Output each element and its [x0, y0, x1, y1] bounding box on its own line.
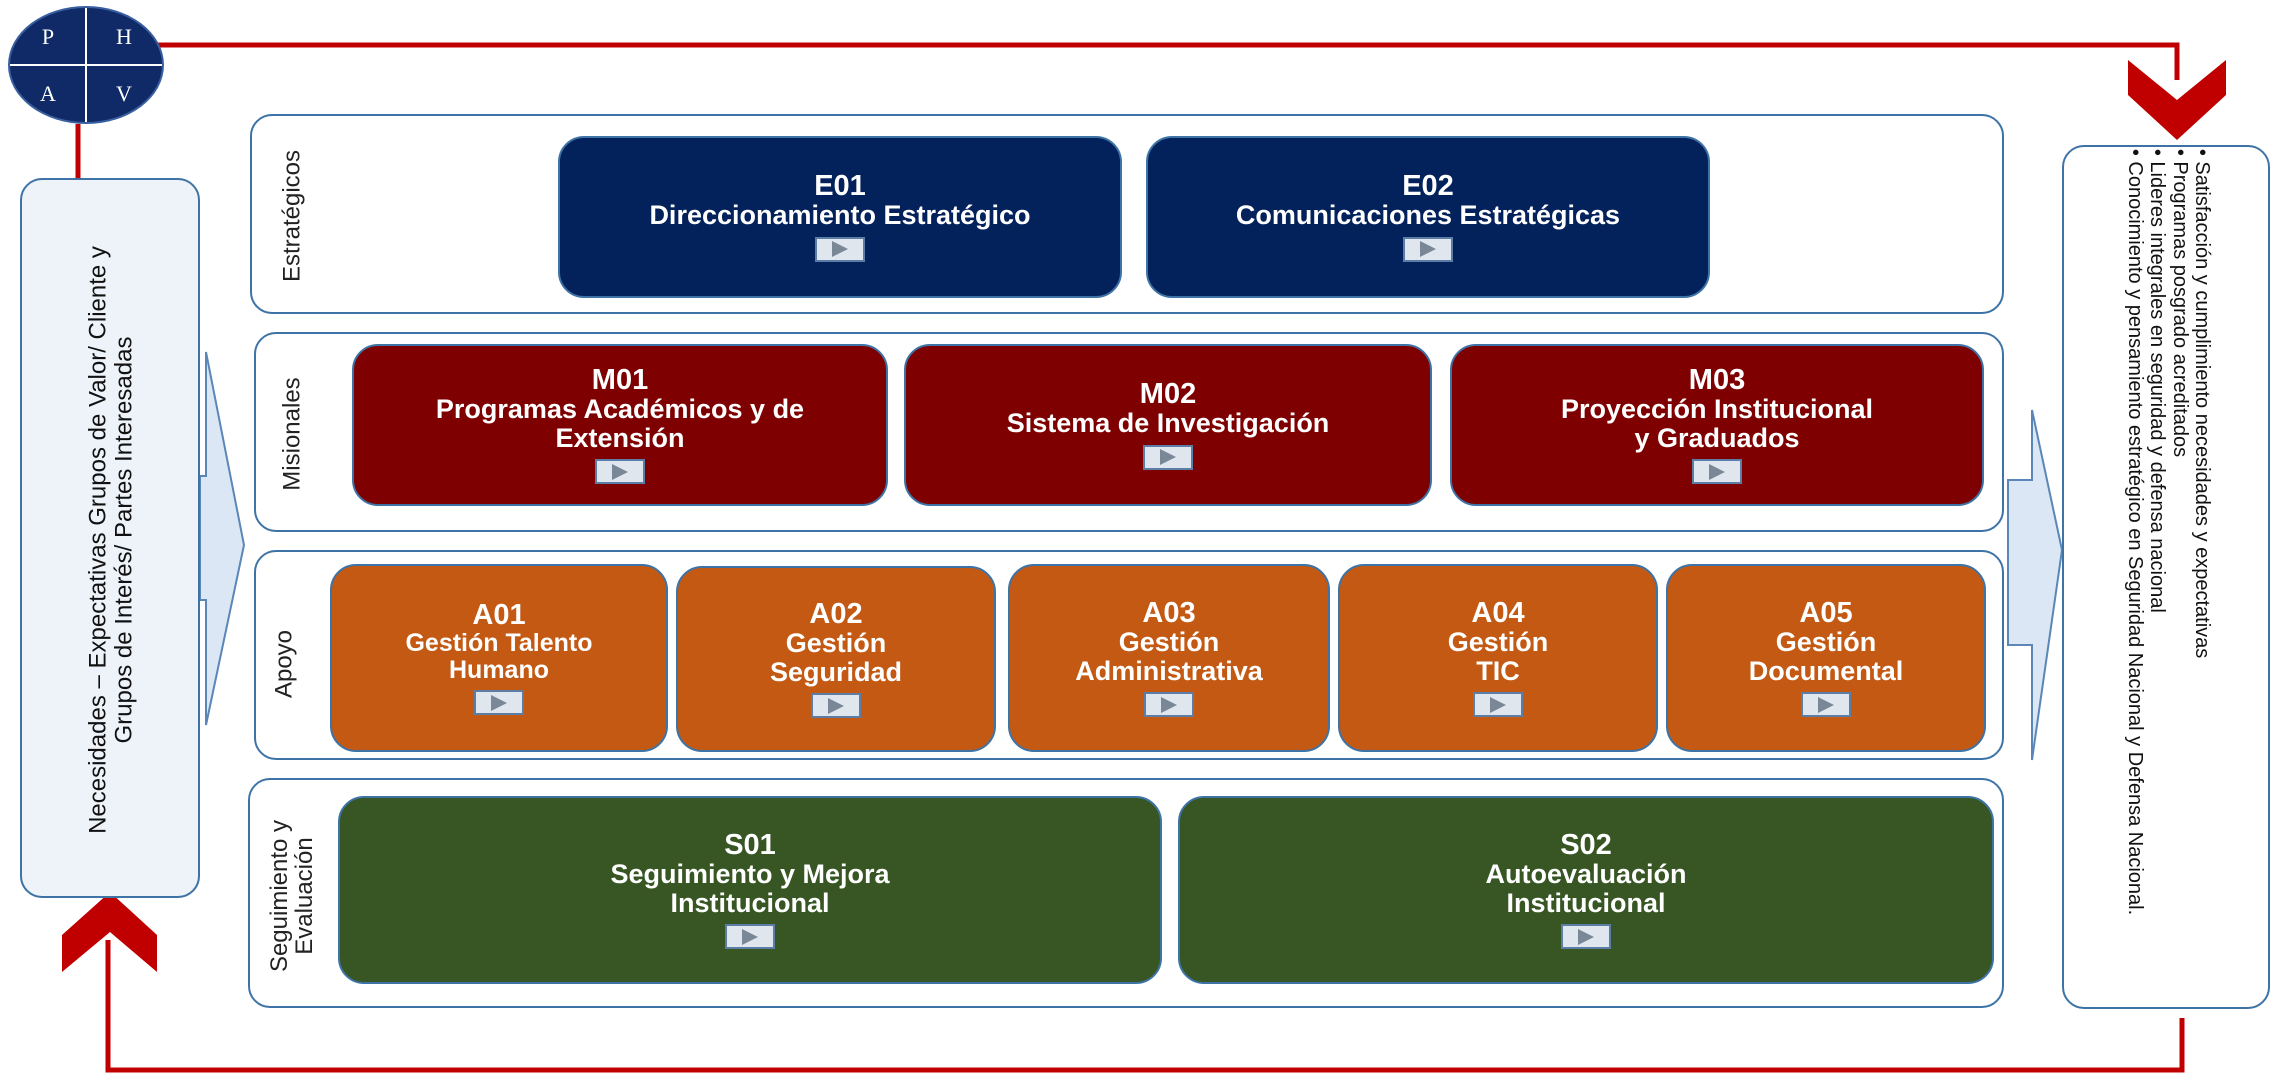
play-icon[interactable] [725, 924, 775, 950]
output-flow-arrow [2007, 409, 2064, 761]
group-label-line: Evaluación [291, 837, 318, 955]
process-code: A03 [1142, 596, 1196, 629]
play-icon[interactable] [1801, 692, 1851, 718]
phva-plan: P [41, 23, 55, 49]
process-code: M01 [591, 363, 649, 396]
play-icon[interactable] [1144, 692, 1194, 718]
phva-do: H [116, 23, 132, 49]
play-icon[interactable] [1403, 236, 1453, 262]
group-label-line: Seguimiento y [265, 819, 293, 973]
process-a01[interactable]: A01 Gestión Talento Humano [330, 564, 668, 752]
process-code: M02 [1139, 378, 1197, 411]
group-label-seguimiento: Seguimiento y Evaluación [265, 819, 318, 973]
process-a05[interactable]: A05 Gestión Documental [1666, 564, 1986, 752]
play-icon[interactable] [1143, 444, 1193, 470]
process-code: M03 [1688, 363, 1746, 396]
inputs-text: Necesidades – Expectativas Grupos de Val… [84, 246, 139, 834]
play-icon[interactable] [595, 459, 645, 485]
process-name: Seguimiento y Mejora Institucional [610, 858, 890, 918]
output-item: Lideres integrales en seguridad y defens… [2146, 149, 2168, 915]
process-s01[interactable]: S01 Seguimiento y Mejora Institucional [338, 796, 1162, 984]
process-name: Comunicaciones Estratégicas [1235, 200, 1621, 231]
play-icon[interactable] [474, 690, 524, 715]
phva-check: V [116, 80, 132, 106]
group-label-estrategicos: Estratégicos [278, 149, 306, 283]
inputs-box: Necesidades – Expectativas Grupos de Val… [20, 178, 200, 898]
process-name: Gestión Talento Humano [405, 629, 593, 684]
process-e01[interactable]: E01 Direccionamiento Estratégico [558, 136, 1122, 298]
process-code: S02 [1560, 828, 1612, 861]
process-code: A05 [1799, 596, 1853, 629]
output-item: Conocimiento y pensamiento estratégico e… [2123, 149, 2146, 915]
play-icon[interactable] [815, 236, 865, 262]
top-feedback-line [150, 42, 2180, 80]
phva-act: A [40, 80, 56, 106]
process-name: Gestión Administrativa [1075, 626, 1263, 686]
outputs-box: Satisfacción y cumplimiento necesidades … [2062, 145, 2270, 1009]
play-icon[interactable] [811, 693, 861, 719]
process-name: Gestión TIC [1447, 626, 1549, 686]
up-chevron-arrow [62, 892, 157, 972]
phva-cycle-icon: P H A V [8, 6, 164, 124]
process-a03[interactable]: A03 Gestión Administrativa [1008, 564, 1330, 752]
play-icon[interactable] [1561, 924, 1611, 950]
process-a02[interactable]: A02 Gestión Seguridad [676, 566, 996, 752]
down-chevron-arrow [2128, 60, 2226, 140]
bottom-feedback-line [105, 940, 2185, 1073]
process-code: A02 [809, 597, 863, 630]
process-name: Gestión Seguridad [769, 627, 903, 687]
process-name: Direccionamiento Estratégico [649, 200, 1031, 231]
input-flow-arrow [199, 351, 246, 726]
output-item: Satisfacción y cumplimiento necesidades … [2190, 149, 2213, 915]
process-name: Programas Académicos y de Extensión [435, 393, 805, 453]
process-code: A01 [472, 599, 526, 631]
group-label-apoyo: Apoyo [270, 629, 298, 699]
output-item: Programas posgrado acreditados [2168, 149, 2190, 915]
play-icon[interactable] [1473, 692, 1523, 718]
process-name: Gestión Documental [1748, 626, 1904, 686]
process-m02[interactable]: M02 Sistema de Investigación [904, 344, 1432, 506]
process-name: Proyección Institucional y Graduados [1560, 393, 1874, 453]
process-code: E01 [814, 170, 866, 203]
process-a04[interactable]: A04 Gestión TIC [1338, 564, 1658, 752]
process-s02[interactable]: S02 Autoevaluación Institucional [1178, 796, 1994, 984]
process-code: E02 [1402, 170, 1454, 203]
group-label-misionales: Misionales [278, 377, 306, 491]
process-code: S01 [724, 828, 776, 861]
inputs-line: Necesidades – Expectativas Grupos de Val… [84, 246, 112, 834]
outputs-list: Satisfacción y cumplimiento necesidades … [2123, 149, 2213, 915]
process-m03[interactable]: M03 Proyección Institucional y Graduados [1450, 344, 1984, 506]
process-code: A04 [1471, 596, 1525, 629]
process-e02[interactable]: E02 Comunicaciones Estratégicas [1146, 136, 1710, 298]
group-estrategicos: Estratégicos [250, 114, 2004, 314]
process-name: Sistema de Investigación [1006, 408, 1330, 439]
process-name: Autoevaluación Institucional [1485, 858, 1687, 918]
play-icon[interactable] [1692, 459, 1742, 485]
phva-divider [10, 64, 162, 66]
process-m01[interactable]: M01 Programas Académicos y de Extensión [352, 344, 888, 506]
inputs-line: Grupos de Interés/ Partes Interesadas [111, 336, 138, 744]
